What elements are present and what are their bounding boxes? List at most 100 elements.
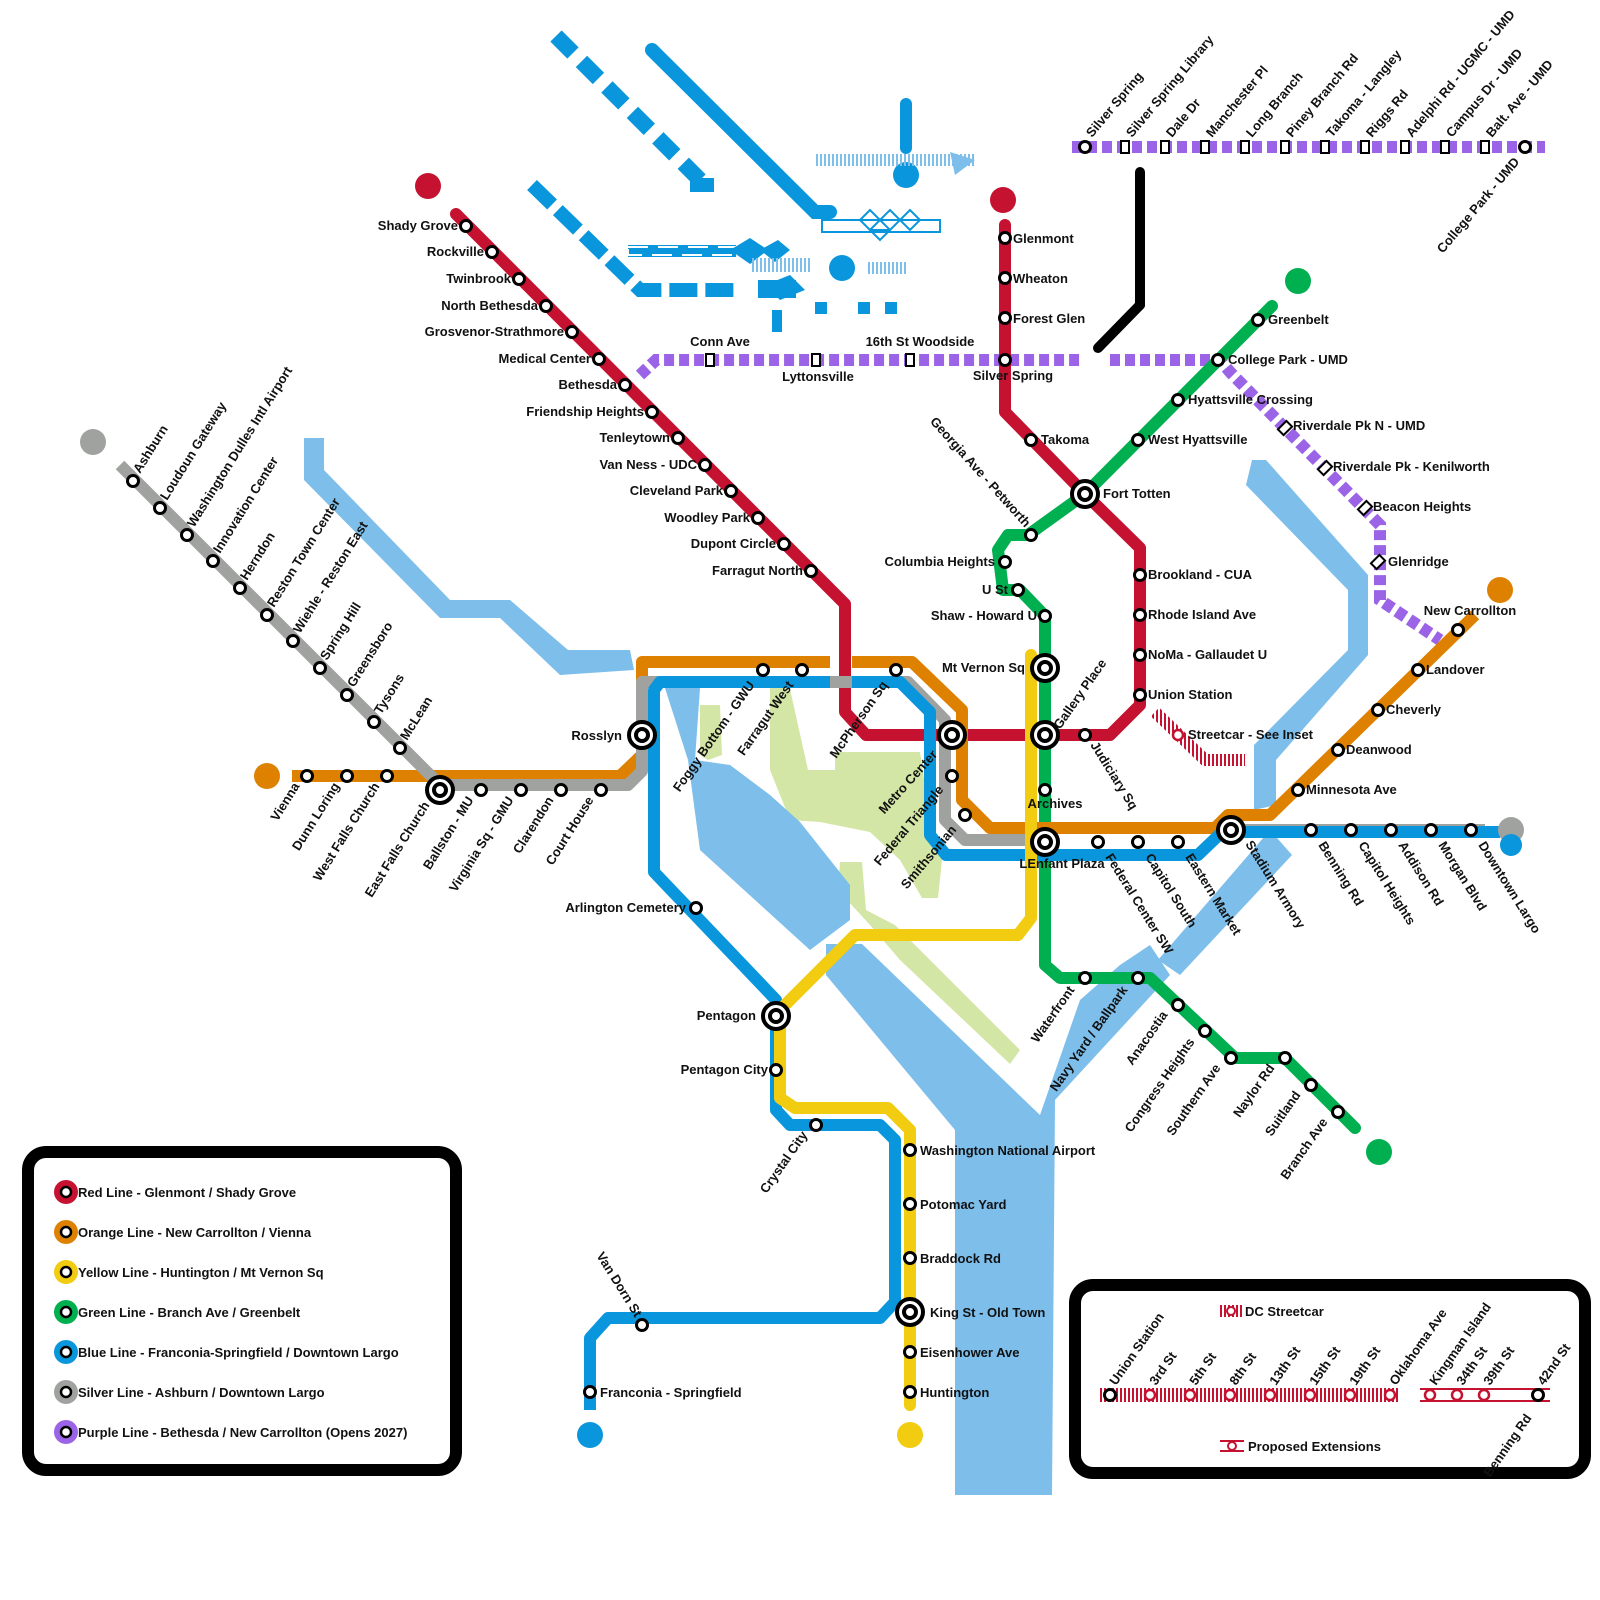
station-capitol-heights-orange_silver-marker[interactable]: [1344, 823, 1358, 837]
streetcar-stop-39th-st[interactable]: [1477, 1388, 1491, 1402]
station-friendship-heights-red-marker[interactable]: [645, 405, 659, 419]
station-woodley-park-red-marker[interactable]: [751, 511, 765, 525]
station-navy-yard-ballpark-green-marker[interactable]: [1131, 971, 1145, 985]
station-bethesda-red-marker[interactable]: [618, 378, 632, 392]
station-silver-spring-library-purple-marker[interactable]: [1120, 140, 1130, 154]
station-forest-glen-red-marker[interactable]: [998, 311, 1012, 325]
station-dale-dr-purple-marker[interactable]: [1160, 140, 1170, 154]
station-new-carrollton-orange_silver-marker[interactable]: [1451, 623, 1465, 637]
station-gallery-place-red-marker[interactable]: [1030, 720, 1060, 750]
station-cheverly-orange_silver-marker[interactable]: [1371, 703, 1385, 717]
station-dupont-circle-red-marker[interactable]: [777, 537, 791, 551]
streetcar-stop-8th-st[interactable]: [1223, 1388, 1237, 1402]
station-tysons-orange_silver-marker[interactable]: [367, 715, 381, 729]
station-manchester-pl-purple-marker[interactable]: [1200, 140, 1210, 154]
station-potomac-yard-blue_yellow-marker[interactable]: [903, 1197, 917, 1211]
station-waterfront-green-marker[interactable]: [1078, 971, 1092, 985]
station-virginia-sq-gmu-orange_silver-marker[interactable]: [514, 783, 528, 797]
station-ashburn-orange_silver-marker[interactable]: [126, 474, 140, 488]
station-anacostia-green-marker[interactable]: [1171, 998, 1185, 1012]
station-southern-ave-green-marker[interactable]: [1224, 1051, 1238, 1065]
station-landover-orange_silver-marker[interactable]: [1411, 663, 1425, 677]
station-wiehle-reston-east-orange_silver-marker[interactable]: [286, 634, 300, 648]
station-fort-totten-red-marker[interactable]: [1070, 479, 1100, 509]
streetcar-stop-19th-st[interactable]: [1343, 1388, 1357, 1402]
station-naylor-rd-green-marker[interactable]: [1278, 1051, 1292, 1065]
station-herndon-orange_silver-marker[interactable]: [233, 581, 247, 595]
station-stadium-armory-orange_silver-marker[interactable]: [1216, 815, 1246, 845]
station-cleveland-park-red-marker[interactable]: [724, 484, 738, 498]
streetcar-stop-union-station[interactable]: [1103, 1388, 1117, 1402]
station-wheaton-red-marker[interactable]: [998, 271, 1012, 285]
station-takoma-red-marker[interactable]: [1024, 433, 1038, 447]
station-greenbelt-green-marker[interactable]: [1251, 313, 1265, 327]
station-crystal-city-blue_yellow-marker[interactable]: [809, 1118, 823, 1132]
station-mt-vernon-sq-green-marker[interactable]: [1030, 653, 1060, 683]
station-farragut-north-red-marker[interactable]: [804, 564, 818, 578]
station-minnesota-ave-orange_silver-marker[interactable]: [1291, 783, 1305, 797]
station-metro-center-red-marker[interactable]: [937, 720, 967, 750]
station-eisenhower-ave-blue_yellow-marker[interactable]: [903, 1345, 917, 1359]
station-silver-spring-purple-marker[interactable]: [1078, 140, 1092, 154]
station-washington-national-airport-blue_yellow-marker[interactable]: [903, 1143, 917, 1157]
streetcar-stop-15th-st[interactable]: [1303, 1388, 1317, 1402]
station-court-house-orange_silver-marker[interactable]: [594, 783, 608, 797]
station-noma-gallaudet-u-red-marker[interactable]: [1133, 648, 1147, 662]
station-greensboro-orange_silver-marker[interactable]: [340, 688, 354, 702]
station-reston-town-center-orange_silver-marker[interactable]: [260, 608, 274, 622]
streetcar-stop-oklahoma-ave[interactable]: [1383, 1388, 1397, 1402]
station-judiciary-sq-red-marker[interactable]: [1078, 728, 1092, 742]
station-piney-branch-rd-purple-marker[interactable]: [1280, 140, 1290, 154]
station-west-falls-church-orange_silver-marker[interactable]: [380, 769, 394, 783]
station-twinbrook-red-marker[interactable]: [512, 272, 526, 286]
station-riggs-rd-purple-marker[interactable]: [1360, 140, 1370, 154]
station-shady-grove-red-marker[interactable]: [459, 219, 473, 233]
streetcar-stop-3rd-st[interactable]: [1143, 1388, 1157, 1402]
station-east-falls-church-orange_silver-marker[interactable]: [425, 775, 455, 805]
station-rockville-red-marker[interactable]: [485, 245, 499, 259]
streetcar-stop-5th-st[interactable]: [1183, 1388, 1197, 1402]
streetcar-stop-13th-st[interactable]: [1263, 1388, 1277, 1402]
station-georgia-ave-petworth-green-marker[interactable]: [1024, 528, 1038, 542]
station-north-bethesda-red-marker[interactable]: [539, 299, 553, 313]
station-grosvenor-strathmore-red-marker[interactable]: [565, 325, 579, 339]
station-addison-rd-orange_silver-marker[interactable]: [1384, 823, 1398, 837]
streetcar-stop-42nd-st[interactable]: [1531, 1388, 1545, 1402]
station-ballston-mu-orange_silver-marker[interactable]: [474, 783, 488, 797]
station-capitol-south-orange_silver-marker[interactable]: [1131, 835, 1145, 849]
station-columbia-heights-green-marker[interactable]: [998, 555, 1012, 569]
station-mclean-orange_silver-marker[interactable]: [393, 741, 407, 755]
station-lyttonsville-purple-marker[interactable]: [811, 353, 821, 367]
station-rhode-island-ave-red-marker[interactable]: [1133, 608, 1147, 622]
station-u-st-green-marker[interactable]: [1011, 583, 1025, 597]
station-washington-dulles-intl-airport-orange_silver-marker[interactable]: [180, 528, 194, 542]
station-adelphi-rd-ugmc-umd-purple-marker[interactable]: [1400, 140, 1410, 154]
station-federal-center-sw-orange_silver-marker[interactable]: [1091, 835, 1105, 849]
station-glenridge-purple-marker[interactable]: [1369, 553, 1387, 571]
station-conn-ave-purple-marker[interactable]: [705, 353, 715, 367]
station-morgan-blvd-orange_silver-marker[interactable]: [1424, 823, 1438, 837]
station-union-station-red-marker[interactable]: [1133, 688, 1147, 702]
station-silver-spring-red-marker[interactable]: [998, 353, 1012, 367]
station-streetcar-see-inset-other-marker[interactable]: [1171, 728, 1185, 742]
station-congress-heights-green-marker[interactable]: [1198, 1024, 1212, 1038]
station-van-ness-udc-red-marker[interactable]: [698, 458, 712, 472]
station-clarendon-orange_silver-marker[interactable]: [554, 783, 568, 797]
station-long-branch-purple-marker[interactable]: [1240, 140, 1250, 154]
station-vienna-orange_silver-marker[interactable]: [300, 769, 314, 783]
station-eastern-market-orange_silver-marker[interactable]: [1171, 835, 1185, 849]
station-college-park-umd-purple-marker[interactable]: [1518, 140, 1532, 154]
station-pentagon-blue_yellow-marker[interactable]: [761, 1001, 791, 1031]
station-glenmont-red-marker[interactable]: [998, 231, 1012, 245]
station-lenfant-plaza-orange_silver-marker[interactable]: [1030, 827, 1060, 857]
station-branch-ave-green-marker[interactable]: [1331, 1105, 1345, 1119]
station-deanwood-orange_silver-marker[interactable]: [1331, 743, 1345, 757]
station-arlington-cemetery-blue_yellow-marker[interactable]: [689, 901, 703, 915]
station-farragut-west-orange_silver-marker[interactable]: [795, 663, 809, 677]
station-west-hyattsville-green-marker[interactable]: [1131, 433, 1145, 447]
station-king-st-old-town-blue_yellow-marker[interactable]: [895, 1297, 925, 1327]
station-spring-hill-orange_silver-marker[interactable]: [313, 661, 327, 675]
station-foggy-bottom-gwu-orange_silver-marker[interactable]: [756, 663, 770, 677]
station-college-park-umd-green-marker[interactable]: [1211, 353, 1225, 367]
station-takoma-langley-purple-marker[interactable]: [1320, 140, 1330, 154]
